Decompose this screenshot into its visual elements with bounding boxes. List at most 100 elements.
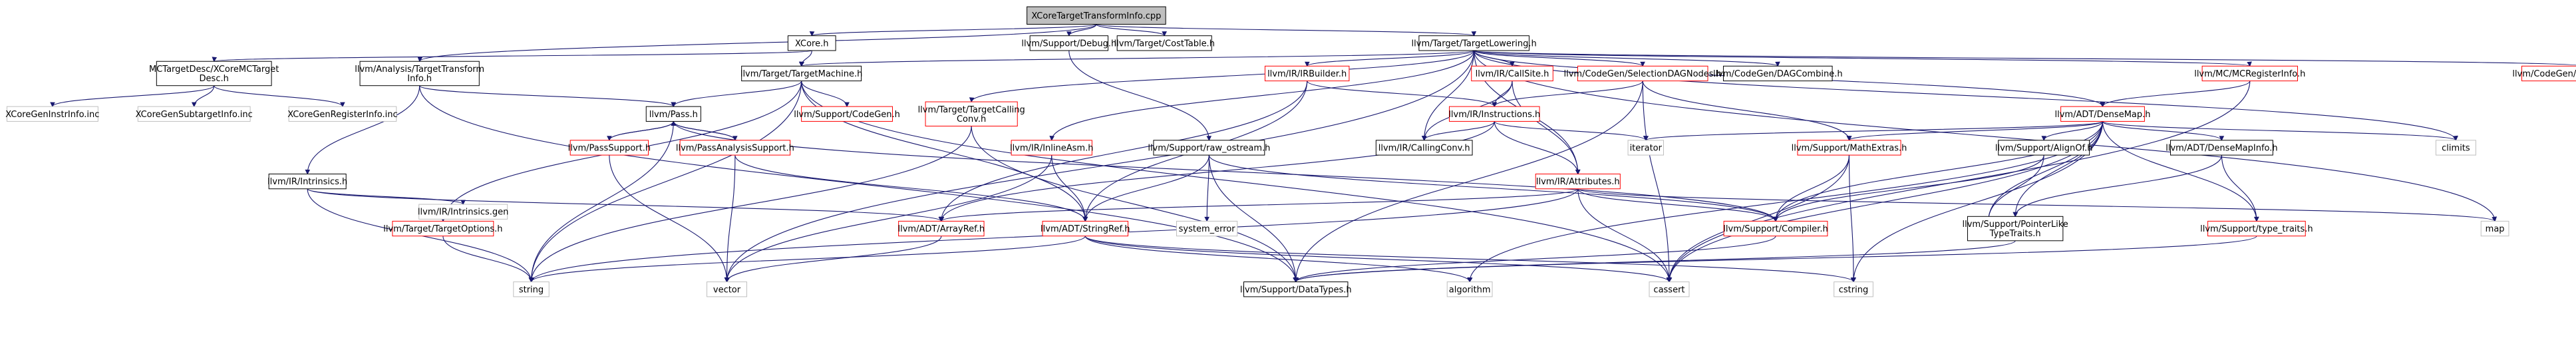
node-tlow[interactable]: llvm/Target/TargetLowering.h (1412, 35, 1537, 51)
edge-pas-to-stringref (734, 155, 1086, 222)
node-rawos[interactable]: llvm/Support/raw_ostream.h (1148, 140, 1270, 156)
arrowhead-tlow-to-irb (1305, 61, 1310, 67)
arrowhead-rawos-to-stringref (1082, 216, 1088, 222)
node-instructions[interactable]: llvm/IR/Instructions.h (1448, 106, 1540, 122)
arrowhead-dmi-to-ptrlike (2012, 212, 2018, 218)
node-debug[interactable]: llvm/Support/Debug.h (1021, 35, 1116, 51)
arrowhead-seldag-to-instructions (1492, 102, 1498, 108)
node-tm[interactable]: llvm/Target/TargetMachine.h (740, 65, 863, 82)
node-datatypes-box (1243, 281, 1349, 297)
edge-irb-to-instructions (1307, 81, 1495, 107)
node-ptrlike-box (1967, 216, 2064, 242)
node-string-box (513, 281, 550, 297)
edge-tlow-to-mcreg (1474, 50, 2251, 67)
node-atti[interactable]: llvm/Analysis/TargetTransformInfo.h (355, 61, 484, 87)
node-dmi[interactable]: llvm/ADT/DenseMapInfo.h (2166, 140, 2278, 156)
node-callconv[interactable]: llvm/IR/CallingConv.h (1375, 140, 1473, 156)
node-cassert-box (1649, 281, 1690, 297)
node-densemap[interactable]: llvm/ADT/DenseMap.h (2054, 106, 2151, 122)
edge-root-to-tlow (1096, 23, 1475, 37)
node-callsite-box (1471, 65, 1553, 82)
edge-seldag-to-datatypes (1295, 81, 1643, 282)
arrowhead-root-to-atti (417, 57, 423, 63)
edge-rawos-to-stringref (1084, 155, 1209, 222)
edge-tm-to-pass (673, 81, 802, 107)
edge-tlow-to-map (1474, 50, 2496, 222)
node-intrinsics-label-0: llvm/IR/Intrinsics.h (267, 177, 347, 187)
arrowhead-densemap-to-climits (2453, 136, 2458, 141)
node-inlineasm[interactable]: llvm/IR/InlineAsm.h (1010, 140, 1093, 156)
node-supcg-label-0: llvm/Support/CodeGen.h (794, 110, 900, 120)
arrowhead-atti-to-intrinsics (305, 169, 311, 175)
node-xcore-box (787, 35, 836, 51)
node-typetraits[interactable]: llvm/Support/type_traits.h (2200, 220, 2313, 237)
node-arrayref[interactable]: llvm/ADT/ArrayRef.h (898, 220, 985, 237)
node-passsupport[interactable]: llvm/PassSupport.h (568, 140, 651, 156)
node-arrayref-label-0: llvm/ADT/ArrayRef.h (898, 224, 985, 234)
node-xcore[interactable]: XCore.h (787, 35, 836, 51)
arrowhead-instructions-to-callconv (1421, 136, 1427, 141)
arrowhead-mctd-to-reginfo (340, 102, 345, 108)
node-pass[interactable]: llvm/Pass.h (645, 106, 701, 122)
node-intrinsics[interactable]: llvm/IR/Intrinsics.h (267, 173, 347, 190)
node-callsite[interactable]: llvm/IR/CallSite.h (1471, 65, 1553, 82)
node-tto[interactable]: llvm/Target/TargetOptions.h (383, 220, 503, 237)
node-syserr-box (1176, 220, 1238, 237)
node-pas[interactable]: llvm/PassAnalysisSupport.h (676, 140, 794, 156)
node-debug-box (1029, 35, 1108, 51)
edge-tto-to-string (442, 236, 532, 282)
node-mathextras[interactable]: llvm/Support/MathExtras.h (1792, 140, 1907, 156)
node-dagcomb[interactable]: llvm/CodeGen/DAGCombine.h (1713, 65, 1843, 82)
arrowhead-tlow-to-callsite (1510, 61, 1515, 67)
edge-densemap-to-iterator (1645, 120, 2104, 141)
node-reginfo-label-0: XCoreGenRegisterInfo.inc (287, 110, 397, 120)
node-seldag[interactable]: llvm/CodeGen/SelectionDAGNodes.h (1563, 65, 1722, 82)
edge-arrayref-to-vector (726, 236, 942, 282)
arrowhead-tm-to-pass (671, 102, 677, 108)
edge-densemap-to-climits (2102, 120, 2456, 141)
node-supcg-box (801, 106, 893, 122)
node-stringref[interactable]: llvm/ADT/StringRef.h (1041, 220, 1130, 237)
edge-alignof-to-cstddef (1988, 155, 2044, 222)
node-compiler[interactable]: llvm/Support/Compiler.h (1723, 220, 1828, 237)
arrowhead-tm-to-supcg (844, 102, 850, 108)
arrowhead-densemap-to-alignof (2041, 136, 2047, 141)
node-algorithm: algorithm (1446, 281, 1493, 297)
node-stringref-box (1042, 220, 1128, 237)
node-supcg[interactable]: llvm/Support/CodeGen.h (794, 106, 900, 122)
node-rawos-box (1153, 140, 1265, 156)
node-cstring: cstring (1834, 281, 1873, 297)
node-instrinfo: XCoreGenInstrInfo.inc (5, 106, 99, 122)
node-attributes[interactable]: llvm/IR/Attributes.h (1535, 173, 1621, 190)
node-irb-box (1264, 65, 1350, 82)
node-alignof[interactable]: llvm/Support/AlignOf.h (1995, 140, 2093, 156)
node-intrinsics-box (268, 173, 347, 190)
node-cassert: cassert (1649, 281, 1690, 297)
node-ttcc-label-0: llvm/Target/TargetCalling (918, 105, 1025, 115)
node-passsupport-box (569, 140, 649, 156)
node-iterator-box (1627, 140, 1665, 156)
node-mcreg[interactable]: llvm/MC/MCRegisterInfo.h (2194, 65, 2305, 82)
edge-pas-to-vector (726, 155, 736, 282)
node-irb[interactable]: llvm/IR/IRBuilder.h (1264, 65, 1350, 82)
node-rtlib-label-0: llvm/CodeGen/RuntimeLibcalls.h (2512, 69, 2576, 79)
node-pass-box (645, 106, 701, 122)
node-costtable[interactable]: llvm/Target/CostTable.h (1114, 35, 1215, 51)
edge-callsite-to-attributes (1512, 81, 1579, 174)
arrowhead-densemap-to-iterator (1643, 136, 1649, 141)
node-inlineasm-label-0: llvm/IR/InlineAsm.h (1010, 143, 1093, 153)
arrowhead-tlow-to-mcreg (2247, 61, 2252, 67)
arrowhead-root-to-xcore (809, 31, 815, 37)
edge-attributes-to-compiler (1577, 188, 1776, 222)
node-datatypes[interactable]: llvm/Support/DataTypes.h (1240, 281, 1352, 297)
node-algorithm-label-0: algorithm (1449, 285, 1491, 295)
node-rtlib[interactable]: llvm/CodeGen/RuntimeLibcalls.h (2512, 65, 2576, 82)
edge-mctd-to-subtinfo (194, 85, 215, 107)
node-rawos-label-0: llvm/Support/raw_ostream.h (1148, 143, 1270, 153)
edge-root-to-costtable (1096, 23, 1165, 37)
node-syserr: system_error (1176, 220, 1238, 237)
